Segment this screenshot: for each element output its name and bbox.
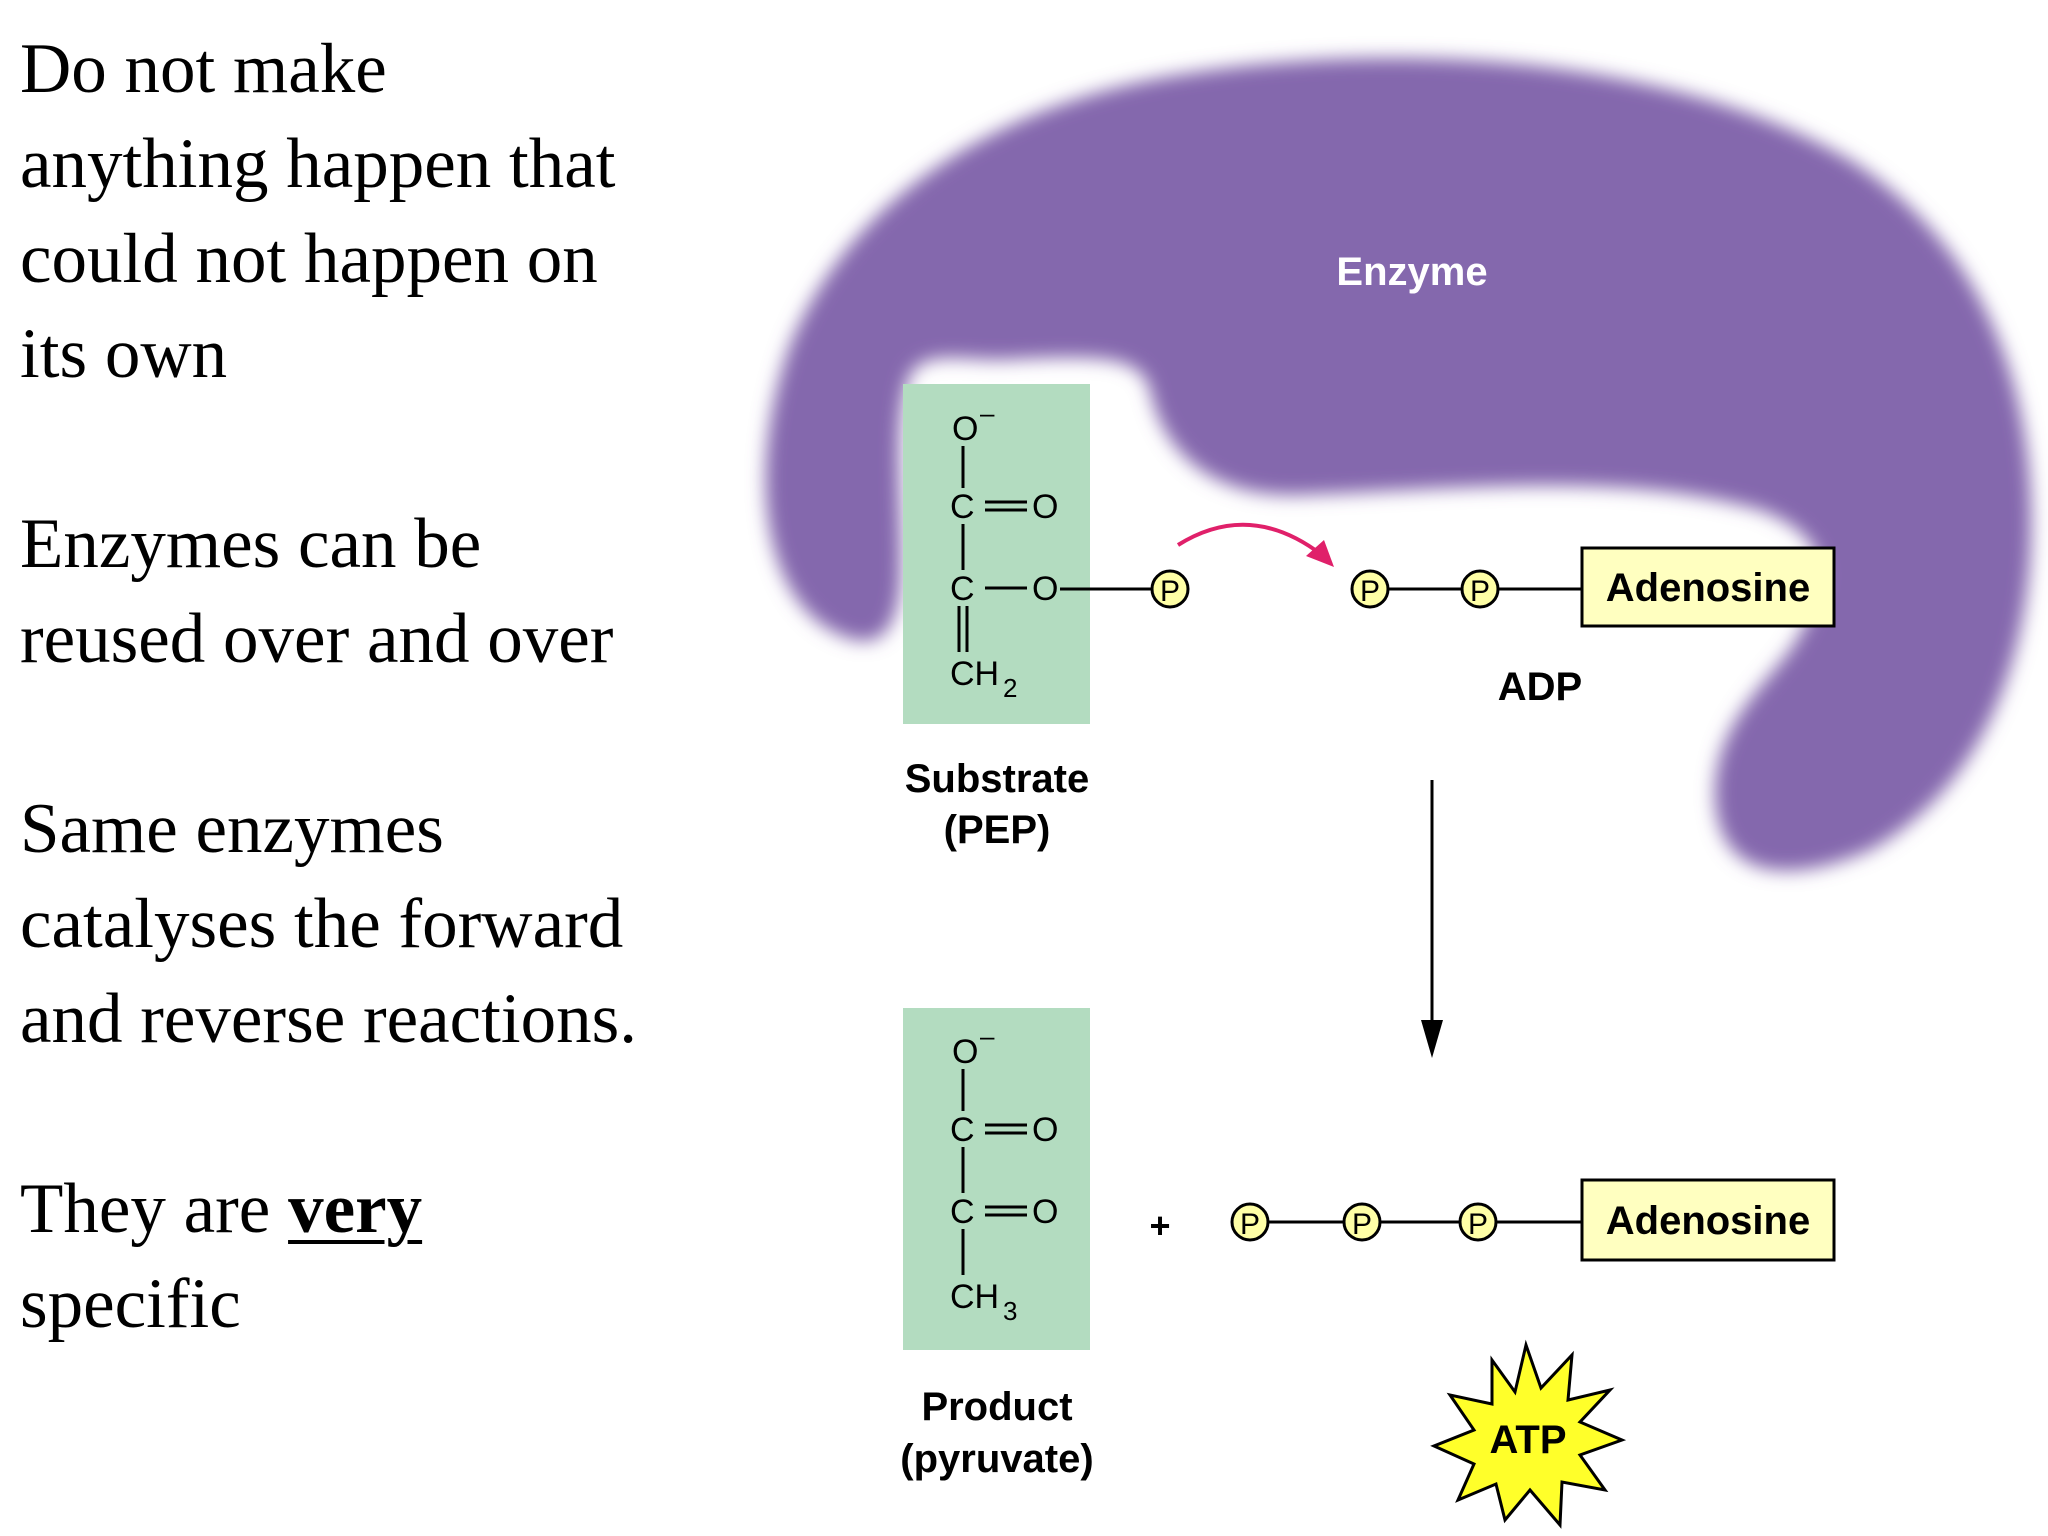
atp-label: ATP (1489, 1418, 1566, 1462)
phosphate-transfer-arrow (1176, 522, 1324, 557)
phosphate-symbol: P (1240, 1208, 1260, 1241)
adp-label: ADP (1498, 665, 1582, 709)
bullet-line: its own (20, 315, 228, 393)
adp-molecule: P P Adenosine ADP (1350, 546, 1836, 709)
bullet-line: anything happen that (20, 125, 616, 203)
product-molecule: O – C O C O CH 3 Product (pyruvate) (900, 1008, 1094, 1481)
bullet-line: catalyses the forward (20, 885, 624, 963)
product-caption: Product (921, 1385, 1072, 1429)
adp-adenosine-box (1580, 546, 1836, 628)
adp-phosphate-1: P (1350, 569, 1390, 609)
substrate-caption: Substrate (905, 757, 1090, 801)
atp-adenosine-label: Adenosine (1606, 1199, 1810, 1243)
bullet-line: They are very (20, 1162, 740, 1257)
product-bonds (961, 1069, 1027, 1275)
bullet-line: Same enzymes (20, 790, 444, 868)
atp-phosphate-3: P (1458, 1202, 1498, 1242)
substrate-caption-abbrev: (PEP) (944, 808, 1051, 852)
atom-o-minus: O (952, 410, 978, 448)
bullet-no-new-reactions: Do not make anything happen that could n… (20, 22, 740, 402)
atom-o1: O (1032, 488, 1058, 526)
substrate-molecule: O – C O C O CH 2 Substrate (PEP) (903, 384, 1090, 852)
product-caption-name: (pyruvate) (900, 1437, 1093, 1481)
atom-ch: CH (950, 1278, 999, 1316)
atom-c2: C (950, 570, 975, 608)
bullet-line: could not happen on (20, 220, 598, 298)
atom-ch: CH (950, 655, 999, 693)
substrate-phosphate: P (1150, 569, 1190, 609)
bullet-emphasis: very (288, 1170, 423, 1248)
atom-o1: O (1032, 1111, 1058, 1149)
atom-c1: C (950, 1111, 975, 1149)
charge-minus: – (980, 1021, 995, 1051)
atom-c1: C (950, 488, 975, 526)
charge-minus: – (980, 398, 995, 428)
phosphate-symbol: P (1360, 575, 1380, 608)
atp-adenosine-box (1580, 1178, 1836, 1262)
plus-sign: + (1149, 1205, 1170, 1246)
bullet-line: reused over and over (20, 600, 614, 678)
atp-phosphate-2: P (1342, 1202, 1382, 1242)
atom-o-minus: O (952, 1033, 978, 1071)
phosphate-symbol: P (1160, 575, 1180, 608)
bullet-prefix: They are (20, 1170, 289, 1248)
atom-o2: O (1032, 1193, 1058, 1231)
substrate-box (903, 384, 1090, 724)
reaction-arrowhead (1421, 1020, 1443, 1058)
bullet-specific: They are very specific (20, 1162, 740, 1352)
enzyme-label: Enzyme (1336, 250, 1487, 294)
atom-c2: C (950, 1193, 975, 1231)
substrate-bonds (957, 446, 1027, 652)
adp-phosphate-2: P (1460, 569, 1500, 609)
atom-subscript: 2 (1003, 673, 1017, 703)
bullet-line: Do not make (20, 30, 387, 108)
bullet-reusable: Enzymes can be reused over and over (20, 497, 740, 687)
bullet-list: Do not make anything happen that could n… (20, 22, 740, 1352)
adp-adenosine-label: Adenosine (1606, 566, 1810, 610)
bullet-line: Enzymes can be (20, 505, 482, 583)
enzyme-shape (765, 57, 2032, 871)
atom-subscript: 3 (1003, 1296, 1017, 1326)
phosphate-transfer-arrowhead (1306, 540, 1334, 567)
atp-starburst: ATP (1430, 1339, 1627, 1529)
atp-molecule: P P P Adenosine (1230, 1178, 1836, 1262)
atom-o2: O (1032, 570, 1058, 608)
phosphate-symbol: P (1468, 1208, 1488, 1241)
phosphate-symbol: P (1352, 1208, 1372, 1241)
bullet-line: specific (20, 1265, 241, 1343)
product-box (903, 1008, 1090, 1350)
phosphate-symbol: P (1470, 575, 1490, 608)
atp-phosphate-1: P (1230, 1202, 1270, 1242)
bullet-line: and reverse reactions. (20, 980, 637, 1058)
bullet-forward-reverse: Same enzymes catalyses the forward and r… (20, 782, 740, 1067)
